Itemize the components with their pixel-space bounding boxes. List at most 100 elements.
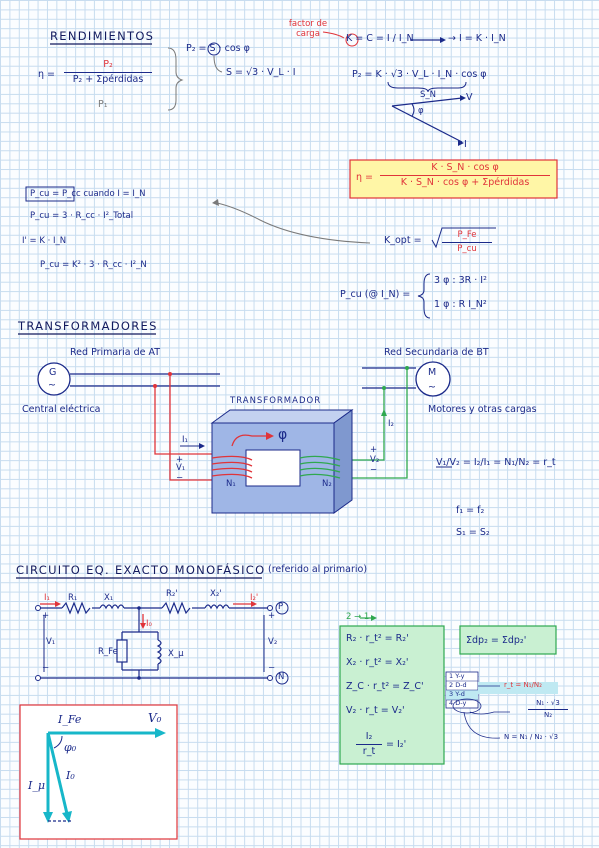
circ-minus-2: − <box>268 663 276 673</box>
pcu-equation-2: P_cu = K² · 3 · R_cc · I²_N <box>40 260 147 270</box>
red-secundaria-label: Red Secundaria de BT <box>384 347 489 358</box>
minus-secondary: − <box>370 465 378 475</box>
green-eq-5-rhs: = I₂' <box>386 739 407 750</box>
sn-label: S_N <box>420 90 437 100</box>
sum-box <box>459 625 557 655</box>
s-circle <box>207 42 221 56</box>
pcu-pcc-text: P_cu = P_cc cuando I = I_N <box>30 189 146 199</box>
eta-big-denominator: K · S_N · cos φ + Σpérdidas <box>400 176 530 188</box>
table-row-4: 4 D-y <box>449 699 467 707</box>
green-eq-3: Z_C · r_t² = Z_C' <box>346 681 424 692</box>
eta-big-numerator: K · S_N · cos φ <box>431 162 499 173</box>
motor-label: M <box>428 367 437 378</box>
circ-minus-1: − <box>42 663 50 673</box>
circ-i1-label: I₁ <box>44 593 50 603</box>
green-eq-1: R₂ · r_t² = R₂' <box>346 633 409 644</box>
i2-label: I₂ <box>388 419 394 429</box>
phasor-ife-label: I_Fe <box>58 713 82 726</box>
plus-secondary: + <box>370 445 378 455</box>
green-eq-5-fraction: I₂ r_t <box>356 732 382 756</box>
v2-label: V₂ <box>370 455 380 465</box>
p2-full-equation: P₂ = K · √3 · V_L · I_N · cos φ <box>352 69 487 80</box>
circ-n-label: N <box>278 672 285 682</box>
circ-r1-label: R₁ <box>68 593 78 603</box>
f-equation: f₁ = f₂ <box>456 505 485 516</box>
transformador-label: TRANSFORMADOR <box>230 396 322 406</box>
phasor-i0-label: I₀ <box>66 769 75 782</box>
kopt-denominator: P_cu <box>457 243 477 254</box>
circ-v2-label: V₂ <box>268 637 278 647</box>
circuito-note: (referido al primario) <box>268 564 368 575</box>
sn-brace <box>387 81 467 93</box>
pcu-pcc-box <box>25 186 75 202</box>
circ-xmu-label: X_μ <box>168 649 184 659</box>
pcu-equation-1: P_cu = 3 · R_cc · I²_Total <box>30 211 134 221</box>
circ-v1-label: V₁ <box>46 637 56 647</box>
central-label: Central eléctrica <box>22 404 101 415</box>
n2-label: N₂ <box>322 479 332 489</box>
table-row-3: 3 Y-d <box>449 690 465 698</box>
mono-case: 1 φ : R I_N² <box>434 299 487 310</box>
core-window <box>245 449 301 487</box>
n-fraction-den: N₂ <box>543 711 553 719</box>
eta-big-lhs: η = <box>356 172 374 183</box>
phasor-v0-label: V₀ <box>148 711 162 725</box>
secondary-coil <box>299 455 341 479</box>
phasor-lines <box>46 731 160 819</box>
n-fraction: N₁ · √3 N₂ <box>528 700 568 719</box>
s-equation-trafo: S₁ = S₂ <box>456 527 490 538</box>
eta-denominator: P₂ + Σpérdidas <box>72 73 144 85</box>
s-arrow <box>213 55 223 73</box>
k-equation: K = C = I / I_N <box>346 33 414 44</box>
i-label: I <box>464 139 467 150</box>
s-equation: S = √3 · V_L · I <box>226 67 296 78</box>
kopt-label: K_opt = <box>384 235 422 246</box>
circ-plus-2: + <box>268 611 276 621</box>
factor-label: factor de carga <box>288 19 328 39</box>
kopt-numerator: P_Fe <box>457 230 477 240</box>
phasor-phi0-label: φ₀ <box>64 741 77 754</box>
kopt-arrow <box>216 202 371 244</box>
title-transformadores: TRANSFORMADORES <box>18 319 158 333</box>
n2-equation: N = N₁ / N₂ · √3 <box>504 733 559 741</box>
ratio-equation: V₁/V₂ = I₂/I₁ = N₁/N₂ = r_t <box>436 457 556 468</box>
p1-label: P₁ <box>98 99 108 110</box>
brace <box>167 47 184 111</box>
eta-numerator: P₂ <box>103 59 113 70</box>
factor-arrow <box>322 31 345 39</box>
generator-circle <box>37 362 71 396</box>
title-circuito: CIRCUITO EQ. EXACTO MONOFÁSICO <box>16 563 266 577</box>
rt-equation: r_t = N₁/N₂ <box>504 681 542 689</box>
circ-i0-label: I₀ <box>146 619 152 629</box>
generator-sine-icon: ~ <box>48 380 56 391</box>
circ-plus-1: + <box>42 611 50 621</box>
circ-i2p-label: I₂' <box>250 593 259 603</box>
phasor-imu-label: I_μ <box>28 779 45 792</box>
green-eq-4: V₂ · r_t = V₂' <box>346 705 405 716</box>
sum-equation: Σdp₂ = Σdp₂' <box>466 635 527 646</box>
i1-label: I₁ <box>182 435 188 445</box>
pcu-in-label: P_cu (@ I_N) = <box>340 289 411 300</box>
circ-r2p-label: R₂' <box>166 589 178 599</box>
k-arrow-text: → I = K · I_N <box>448 33 506 44</box>
v-vector <box>391 97 463 107</box>
green-arrow-label: 2 → 1 <box>346 612 370 622</box>
green-eq-5-den: r_t <box>362 745 376 757</box>
table-row-1: 1 Y-y <box>449 672 465 680</box>
i-vector <box>391 105 463 143</box>
v1-label: V₁ <box>176 463 186 473</box>
eta-label: η = <box>38 69 56 80</box>
circ-p-label: P <box>278 602 284 612</box>
title-rendimientos: RENDIMIENTOS <box>50 29 155 43</box>
kopt-fraction: P_Fe P_cu <box>442 231 492 253</box>
green-eq-5-num: I₂ <box>365 731 373 742</box>
motores-label: Motores y otras cargas <box>428 404 537 415</box>
table-row-2: 2 D-d <box>449 681 467 689</box>
eta-big-fraction: K · S_N · cos φ K · S_N · cos φ + Σpérdi… <box>380 163 550 187</box>
green-box <box>339 625 445 765</box>
tri-case: 3 φ : 3R · I² <box>434 275 487 286</box>
circuit-lines <box>38 601 270 679</box>
eta-fraction: P₂ P₂ + Σpérdidas <box>64 60 152 84</box>
motor-circle <box>415 361 451 397</box>
